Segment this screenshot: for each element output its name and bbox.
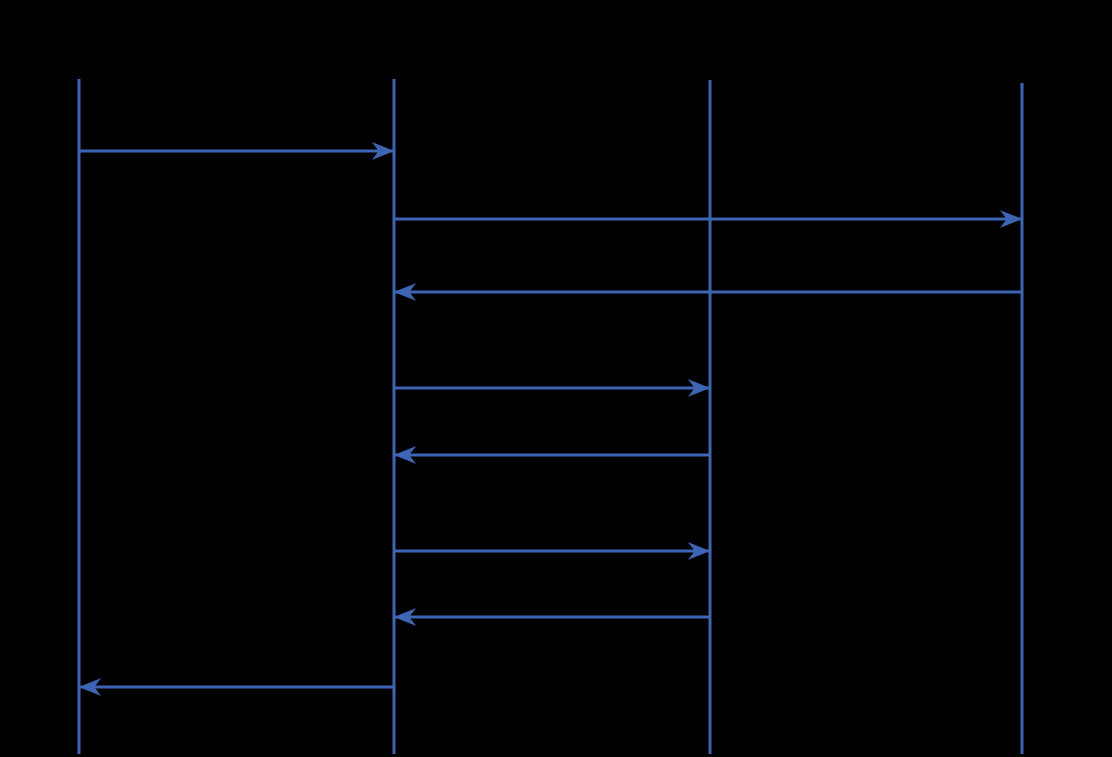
sequence-diagram-canvas [77, 79, 1024, 754]
sequence-diagram [77, 79, 1024, 754]
